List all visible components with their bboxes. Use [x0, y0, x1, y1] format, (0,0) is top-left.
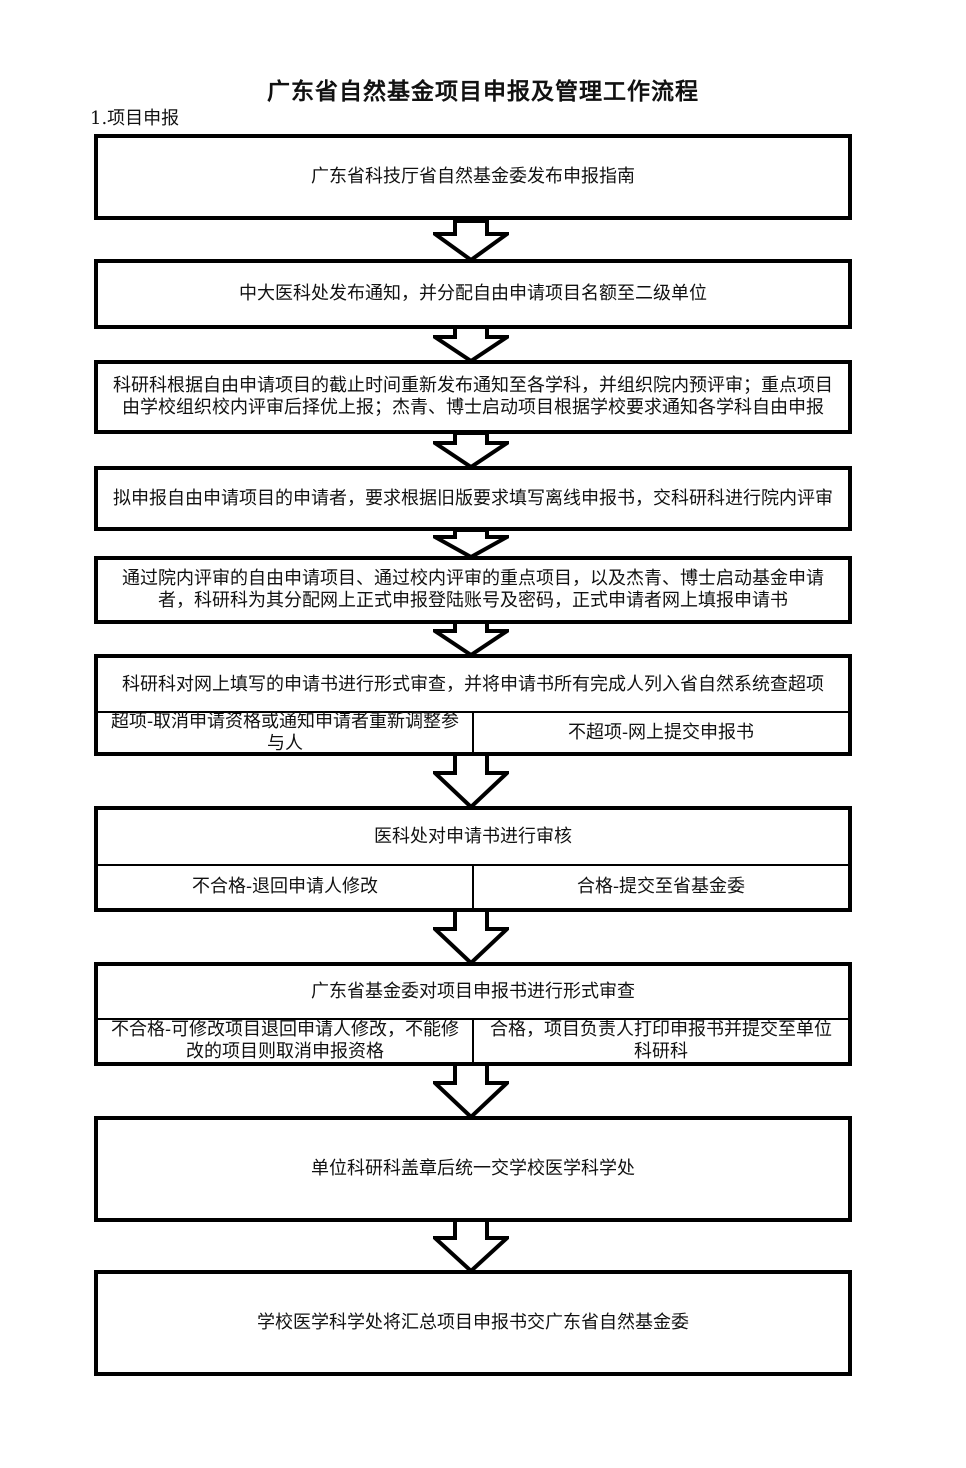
step-2-box: 中大医科处发布通知，并分配自由申请项目名额至二级单位	[94, 259, 852, 329]
step-7-main: 医科处对申请书进行审核	[98, 810, 848, 866]
step-7-right: 合格-提交至省基金委	[474, 866, 848, 908]
step-8-right-text: 合格，项目负责人打印申报书并提交至单位科研科	[490, 1019, 832, 1062]
step-9-box: 单位科研科盖章后统一交学校医学科学处	[94, 1116, 852, 1222]
step-2-text: 中大医科处发布通知，并分配自由申请项目名额至二级单位	[239, 283, 707, 304]
step-1-box: 广东省科技厅省自然基金委发布申报指南	[94, 134, 852, 220]
step-6-main: 科研科对网上填写的申请书进行形式审查，并将申请书所有完成人列入省自然系统查超项	[98, 658, 848, 713]
step-1-text: 广东省科技厅省自然基金委发布申报指南	[311, 166, 635, 187]
section-heading: 1.项目申报	[90, 108, 180, 129]
step-7-box: 医科处对申请书进行审核 不合格-退回申请人修改 合格-提交至省基金委	[94, 806, 852, 912]
step-8-left-text: 不合格-可修改项目退回申请人修改，不能修改的项目则取消申报资格	[110, 1019, 460, 1062]
down-arrow-icon	[433, 909, 509, 965]
step-6-left-text: 超项-取消申请资格或通知申请者重新调整参与人	[110, 710, 460, 754]
step-10-box: 学校医学科学处将汇总项目申报书交广东省自然基金委	[94, 1270, 852, 1376]
step-3-text: 科研科根据自由申请项目的截止时间重新发布通知至各学科，并组织院内预评审；重点项目…	[113, 375, 833, 418]
step-6-right: 不超项-网上提交申报书	[474, 713, 848, 752]
step-4-text: 拟申报自由申请项目的申请者，要求根据旧版要求填写离线申报书，交科研科进行院内评审	[113, 487, 833, 509]
down-arrow-icon	[433, 432, 509, 469]
step-7-left: 不合格-退回申请人修改	[98, 866, 474, 908]
down-arrow-icon	[433, 529, 509, 559]
step-7-right-text: 合格-提交至省基金委	[576, 876, 746, 897]
down-arrow-icon	[433, 220, 509, 262]
step-8-main: 广东省基金委对项目申报书进行形式审查	[98, 966, 848, 1020]
step-5-box: 通过院内评审的自由申请项目、通过校内评审的重点项目，以及杰青、博士启动基金申请者…	[94, 556, 852, 624]
page-title: 广东省自然基金项目申报及管理工作流程	[267, 78, 699, 105]
down-arrow-icon	[433, 753, 509, 809]
down-arrow-icon	[433, 621, 509, 657]
step-6-branches: 超项-取消申请资格或通知申请者重新调整参与人 不超项-网上提交申报书	[98, 710, 848, 754]
step-8-box: 广东省基金委对项目申报书进行形式审查 不合格-可修改项目退回申请人修改，不能修改…	[94, 962, 852, 1066]
step-9-text: 单位科研科盖章后统一交学校医学科学处	[311, 1158, 635, 1179]
step-8-left: 不合格-可修改项目退回申请人修改，不能修改的项目则取消申报资格	[98, 1019, 474, 1062]
step-6-right-text: 不超项-网上提交申报书	[567, 721, 755, 743]
step-6-box: 科研科对网上填写的申请书进行形式审查，并将申请书所有完成人列入省自然系统查超项 …	[94, 654, 852, 756]
step-4-box: 拟申报自由申请项目的申请者，要求根据旧版要求填写离线申报书，交科研科进行院内评审	[94, 466, 852, 531]
step-6-main-text: 科研科对网上填写的申请书进行形式审查，并将申请书所有完成人列入省自然系统查超项	[122, 673, 824, 695]
down-arrow-icon	[433, 1219, 509, 1273]
down-arrow-icon	[433, 1063, 509, 1119]
step-7-main-text: 医科处对申请书进行审核	[374, 826, 572, 847]
step-3-box: 科研科根据自由申请项目的截止时间重新发布通知至各学科，并组织院内预评审；重点项目…	[94, 360, 852, 434]
step-6-left: 超项-取消申请资格或通知申请者重新调整参与人	[98, 710, 474, 754]
step-8-main-text: 广东省基金委对项目申报书进行形式审查	[311, 981, 635, 1002]
step-8-right: 合格，项目负责人打印申报书并提交至单位科研科	[474, 1019, 848, 1062]
step-5-text: 通过院内评审的自由申请项目、通过校内评审的重点项目，以及杰青、博士启动基金申请者…	[122, 568, 824, 611]
step-8-branches: 不合格-可修改项目退回申请人修改，不能修改的项目则取消申报资格 合格，项目负责人…	[98, 1019, 848, 1062]
step-7-left-text: 不合格-退回申请人修改	[191, 876, 379, 897]
step-7-branches: 不合格-退回申请人修改 合格-提交至省基金委	[98, 866, 848, 908]
step-10-text: 学校医学科学处将汇总项目申报书交广东省自然基金委	[257, 1312, 689, 1333]
down-arrow-icon	[433, 326, 509, 363]
